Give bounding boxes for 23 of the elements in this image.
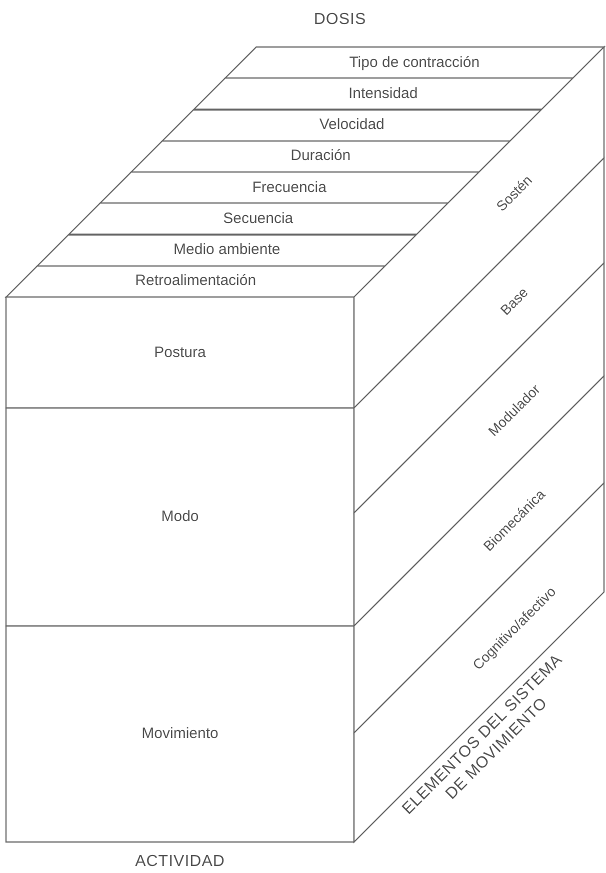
panel-label: Modo bbox=[161, 508, 199, 526]
strip-label: Retroalimentación bbox=[135, 272, 256, 290]
strip-label: Frecuencia bbox=[252, 178, 326, 197]
strip-label: Tipo de contracción bbox=[349, 54, 480, 72]
strip-label: Duración bbox=[290, 147, 351, 166]
activity-panel bbox=[6, 626, 354, 842]
panel-label: Movimiento bbox=[142, 725, 218, 743]
dose-strip bbox=[37, 234, 416, 266]
dose-strip bbox=[194, 78, 573, 110]
dose-strip bbox=[131, 140, 510, 172]
face-heading: ACTIVIDAD bbox=[135, 852, 225, 872]
activity-panel bbox=[6, 408, 354, 626]
dose-strip bbox=[68, 203, 448, 234]
dose-strip bbox=[100, 172, 479, 204]
dose-strip bbox=[224, 47, 604, 78]
strip-label: Intensidad bbox=[348, 84, 418, 103]
element-strip bbox=[354, 483, 604, 842]
strip-label: Secuencia bbox=[223, 210, 294, 228]
strip-label: Medio ambiente bbox=[174, 241, 280, 260]
face-heading: DOSIS bbox=[314, 10, 366, 30]
dose-strip bbox=[162, 110, 542, 141]
strip-label: Velocidad bbox=[319, 116, 384, 134]
panel-label: Postura bbox=[154, 344, 206, 362]
